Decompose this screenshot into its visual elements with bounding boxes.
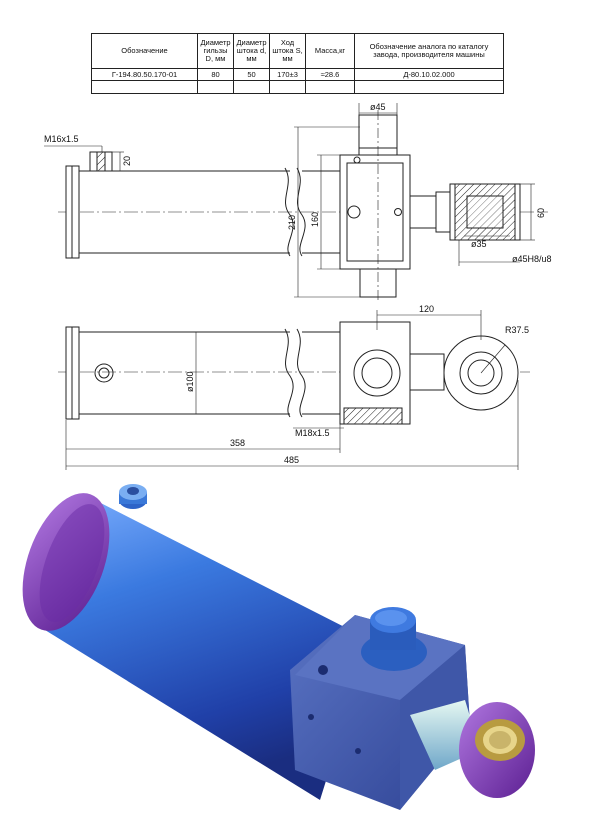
render-block-hole-top: [318, 665, 328, 675]
top-view-break-line-right: [296, 167, 306, 257]
label-port-height: 20: [122, 156, 132, 166]
label-length-total: 485: [284, 455, 299, 465]
col-stroke-header: Ход штока S, мм: [269, 33, 306, 69]
label-rod-diameter: ø35: [471, 239, 487, 249]
spec-table: Обозначение Диаметр гильзы D, мм Диаметр…: [91, 33, 504, 94]
spec-table-header-row: Обозначение Диаметр гильзы D, мм Диаметр…: [91, 33, 504, 69]
label-length-body: 358: [230, 438, 245, 448]
top-view-hole-left: [347, 205, 361, 219]
side-view-m18-section: [343, 407, 403, 425]
cylinder-3d-render: [22, 484, 535, 810]
label-body-diameter: ø100: [185, 371, 195, 392]
top-view: [44, 103, 548, 302]
side-view: [58, 310, 530, 470]
side-view-rod: [409, 353, 445, 391]
col-mass-header: Масса,кг: [305, 33, 355, 69]
label-eye-width: 60: [536, 208, 546, 218]
label-eye-radius: R37.5: [505, 325, 529, 335]
col-rod-diameter-header: Диаметр штока d, мм: [233, 33, 270, 69]
top-view-rod: [409, 195, 437, 229]
render-cylinder-body: [45, 495, 370, 800]
render-port-hole: [127, 487, 139, 495]
label-overall-height: 210: [287, 215, 297, 230]
top-view-labels: M16x1.5 20 ø45 210 160 ø35 60 ø45H8/u8: [44, 102, 552, 264]
top-view-head-block: [339, 154, 411, 270]
label-eye-offset: 120: [419, 304, 434, 314]
engineering-drawing: M16x1.5 20 ø45 210 160 ø35 60 ø45H8/u8: [44, 102, 552, 470]
side-view-pin-bore: [353, 349, 401, 397]
spec-table-empty-row: [91, 80, 504, 94]
top-view-hole-right: [394, 208, 402, 216]
top-view-port-thread: [96, 151, 106, 172]
side-view-port: [94, 363, 114, 383]
label-eye-bore: ø45H8/u8: [512, 254, 552, 264]
label-block-height: 160: [310, 212, 320, 227]
label-pin-diameter: ø45: [370, 102, 386, 112]
side-view-labels: 120 R37.5 ø100 M18x1.5 358 485: [185, 304, 529, 465]
top-view-break-line-left: [284, 167, 294, 257]
label-m16-thread: M16x1.5: [44, 134, 79, 144]
side-view-cylinder-body: [70, 331, 290, 415]
label-m18-thread: M18x1.5: [295, 428, 330, 438]
